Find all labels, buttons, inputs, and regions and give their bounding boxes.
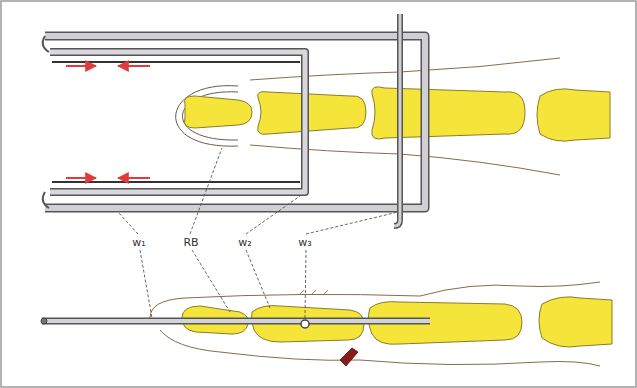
transverse-pin-w3 — [394, 14, 400, 226]
finger-outline-top — [250, 58, 560, 175]
pin-w3-section — [301, 320, 309, 328]
callout-label: w₁ — [130, 236, 147, 249]
traction-arrows — [66, 66, 150, 178]
callout-label: w₂ — [236, 236, 253, 249]
callout-label: w₃ — [296, 236, 313, 249]
callout-label: RB — [181, 236, 200, 249]
leader-lines — [118, 148, 398, 318]
side-rod — [41, 318, 430, 324]
fracture-wedge — [340, 348, 358, 366]
fixator-frame — [43, 36, 425, 208]
